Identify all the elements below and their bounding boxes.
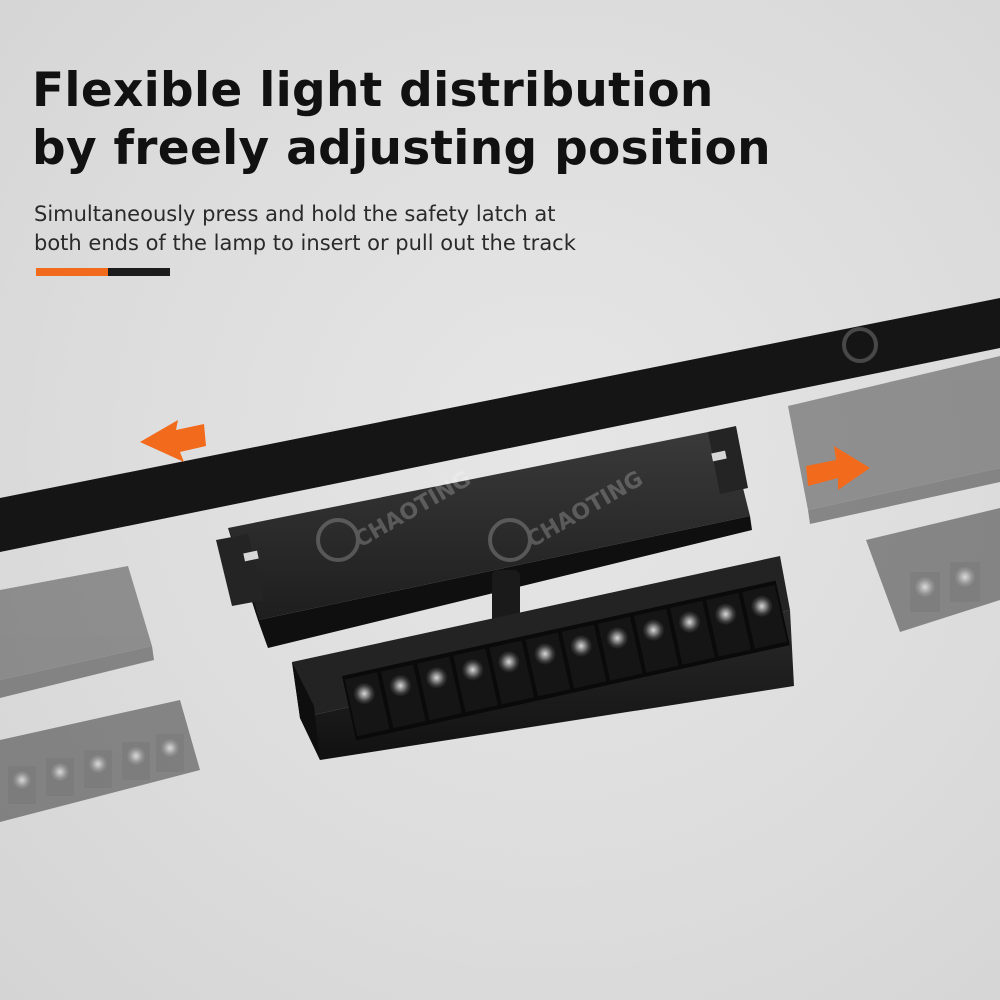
headline-line-2: by freely adjusting position [32,121,771,176]
main-lamp-grille-body [292,556,794,760]
main-lamp-lenses [342,580,790,741]
faded-lamp-right-lenses [910,562,980,612]
headline-line-1: Flexible light distribution [32,63,714,118]
faded-lamp-left-lenses [8,734,184,804]
safety-latch-right[interactable] [708,426,748,494]
arrow-left-icon [140,420,206,462]
subtext-line-1: Simultaneously press and hold the safety… [34,202,556,226]
track-rail [0,298,1000,552]
accent-divider-dark [108,268,170,276]
safety-latch-right-slot [711,450,727,462]
arrow-right-icon [806,446,870,490]
accent-divider [36,268,170,276]
headline: Flexible light distribution by freely ad… [32,62,771,178]
accent-divider-orange [36,268,108,276]
faded-lamp-left [0,566,200,822]
faded-lamp-right [788,356,1000,632]
safety-latch-left-slot [243,550,259,562]
subtext-line-2: both ends of the lamp to insert or pull … [34,231,576,255]
subtext: Simultaneously press and hold the safety… [34,200,576,258]
